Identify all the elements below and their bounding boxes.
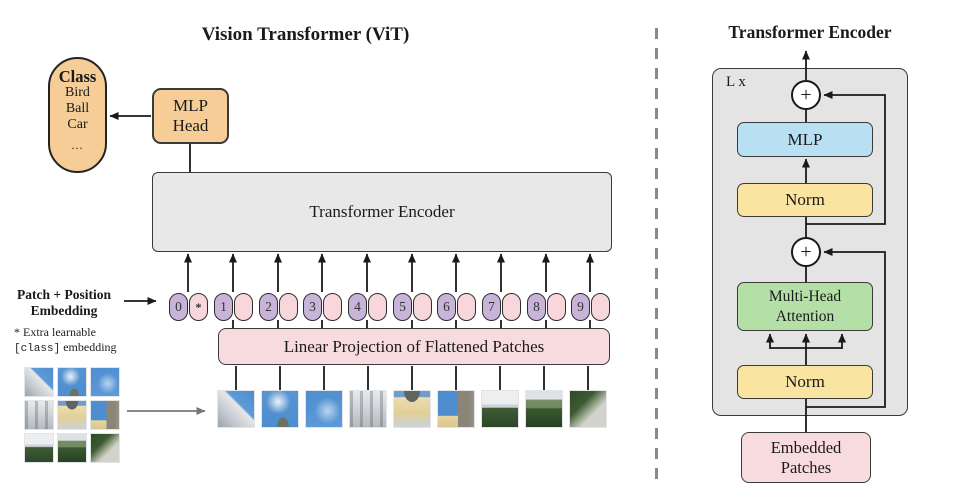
patch-position-embedding-label: Patch + Position Embedding xyxy=(17,287,111,318)
position-token-2: 2 xyxy=(259,293,278,321)
patch-embedding-token-1 xyxy=(234,293,253,321)
patch-embedding-token-8 xyxy=(547,293,566,321)
patch-stone-facade xyxy=(349,390,387,428)
layer-repeat-label: L x xyxy=(726,74,746,90)
token-pair-0: 0 * xyxy=(169,293,208,321)
patch-garden-path xyxy=(90,433,120,463)
class-token-footnote: * Extra learnable [class] embedding xyxy=(14,325,117,357)
class-output-pill: Class Bird Ball Car ... xyxy=(48,57,107,173)
position-token-5: 5 xyxy=(393,293,412,321)
class-item: Bird xyxy=(65,85,90,101)
source-image-patch-grid xyxy=(24,367,120,463)
position-token-4: 4 xyxy=(348,293,367,321)
plus-icon: + xyxy=(800,84,812,106)
right-panel-title: Transformer Encoder xyxy=(728,22,892,42)
patch-embedding-token-3 xyxy=(323,293,342,321)
norm-lower-label: Norm xyxy=(785,372,825,391)
class-item: Car xyxy=(67,116,88,132)
residual-add-bottom-circle: + xyxy=(791,237,821,267)
multi-head-attention-box: Multi-Head Attention xyxy=(737,282,873,331)
patch-building-over-hedges xyxy=(481,390,519,428)
norm-lower-box: Norm xyxy=(737,365,873,399)
patch-garden-hedges xyxy=(57,433,87,463)
token-pair-7: 7 xyxy=(482,293,521,321)
patch-palace-dome-facade xyxy=(393,390,431,428)
norm-upper-box: Norm xyxy=(737,183,873,217)
embedded-line1: Embedded xyxy=(770,437,842,457)
class-token-code: [class] xyxy=(14,343,61,355)
position-token-8: 8 xyxy=(527,293,546,321)
mlp-box: MLP xyxy=(737,122,873,157)
token-pair-1: 1 xyxy=(214,293,253,321)
class-ellipsis: ... xyxy=(71,138,84,153)
patch-embedding-token-5 xyxy=(413,293,432,321)
position-token-7: 7 xyxy=(482,293,501,321)
patch-sky-cloud-tower-tip xyxy=(261,390,299,428)
mha-line1: Multi-Head xyxy=(768,288,842,306)
position-token-9: 9 xyxy=(571,293,590,321)
patch-sky-cloud-tower-tip xyxy=(57,367,87,397)
position-token-0: 0 xyxy=(169,293,188,321)
position-token-6: 6 xyxy=(437,293,456,321)
linear-projection-box: Linear Projection of Flattened Patches xyxy=(218,328,610,365)
patch-garden-path xyxy=(569,390,607,428)
patch-blue-sky xyxy=(305,390,343,428)
class-label: Class xyxy=(58,67,97,86)
patch-embedding-token-6 xyxy=(457,293,476,321)
patch-building-corner-sky xyxy=(24,367,54,397)
norm-upper-label: Norm xyxy=(785,190,825,209)
token-pair-6: 6 xyxy=(437,293,476,321)
patch-building-over-hedges xyxy=(24,433,54,463)
patch-embedding-token-4 xyxy=(368,293,387,321)
patch-garden-hedges xyxy=(525,390,563,428)
embedded-patches-box: Embedded Patches xyxy=(741,432,871,483)
patch-bell-tower-sky xyxy=(437,390,475,428)
class-item: Ball xyxy=(65,100,90,116)
position-token-3: 3 xyxy=(303,293,322,321)
mlp-head-box: MLP Head xyxy=(152,88,229,144)
left-panel-title: Vision Transformer (ViT) xyxy=(201,24,410,45)
transformer-encoder-label: Transformer Encoder xyxy=(309,202,455,221)
mlp-head-line1: MLP xyxy=(173,96,208,116)
mlp-head-line2: Head xyxy=(172,116,209,135)
embedded-line2: Patches xyxy=(780,457,832,477)
mlp-label: MLP xyxy=(787,129,823,149)
token-pair-3: 3 xyxy=(303,293,342,321)
position-token-1: 1 xyxy=(214,293,233,321)
transformer-encoder-box: Transformer Encoder xyxy=(152,172,612,252)
panel-divider-dashed xyxy=(655,28,658,486)
mha-line2: Attention xyxy=(775,307,835,325)
residual-add-top-circle: + xyxy=(791,80,821,110)
patch-building-corner-sky xyxy=(217,390,255,428)
token-pair-4: 4 xyxy=(348,293,387,321)
patch-bell-tower-sky xyxy=(90,400,120,430)
token-pair-2: 2 xyxy=(259,293,298,321)
footnote-line2: [class] embedding xyxy=(14,340,117,355)
token-pair-9: 9 xyxy=(571,293,610,321)
plus-icon: + xyxy=(800,241,812,263)
class-embedding-token: * xyxy=(189,293,208,321)
patch-embedding-token-2 xyxy=(279,293,298,321)
patch-embedding-token-9 xyxy=(591,293,610,321)
token-pair-5: 5 xyxy=(393,293,432,321)
footnote-line1: * Extra learnable xyxy=(14,325,96,339)
patch-palace-dome-facade xyxy=(57,400,87,430)
patch-blue-sky xyxy=(90,367,120,397)
linear-projection-label: Linear Projection of Flattened Patches xyxy=(283,336,545,356)
patch-stone-facade xyxy=(24,400,54,430)
patch-embedding-token-7 xyxy=(502,293,521,321)
token-pair-8: 8 xyxy=(527,293,566,321)
